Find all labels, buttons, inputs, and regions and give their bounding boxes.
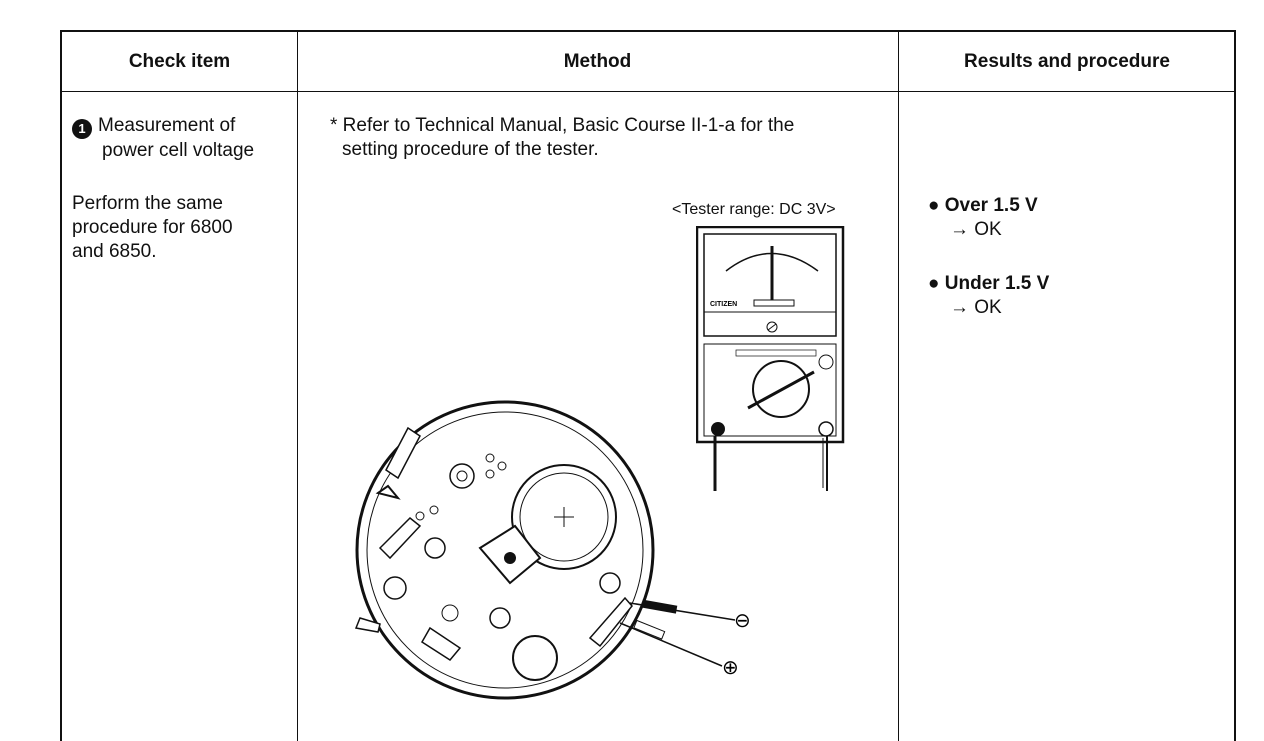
- method-note: * Refer to Technical Manual, Basic Cours…: [330, 115, 795, 160]
- tester-brand: CITIZEN: [710, 301, 737, 308]
- step-number-badge: 1: [72, 119, 92, 139]
- column-divider: [297, 32, 298, 741]
- result-under: ● Under 1.5 V → OK: [928, 273, 1050, 318]
- header-check-item: Check item: [128, 50, 231, 72]
- result-over: ● Over 1.5 V → OK: [928, 195, 1038, 240]
- negative-probe-symbol: ⊖: [734, 610, 751, 632]
- tester-range-label: <Tester range: DC 3V>: [672, 201, 836, 218]
- procedure-table: Check item Method Results and procedure …: [60, 30, 1236, 741]
- header-method: Method: [563, 50, 632, 72]
- check-item-note: Perform the same procedure for 6800 and …: [72, 193, 233, 262]
- header-results: Results and procedure: [964, 50, 1170, 72]
- watch-movement-illustration: ⊖ ⊕: [354, 400, 751, 700]
- column-divider: [898, 32, 899, 741]
- tester-illustration: CITIZEN: [696, 226, 845, 491]
- positive-probe-symbol: ⊕: [722, 657, 739, 679]
- header-divider: [62, 91, 1234, 92]
